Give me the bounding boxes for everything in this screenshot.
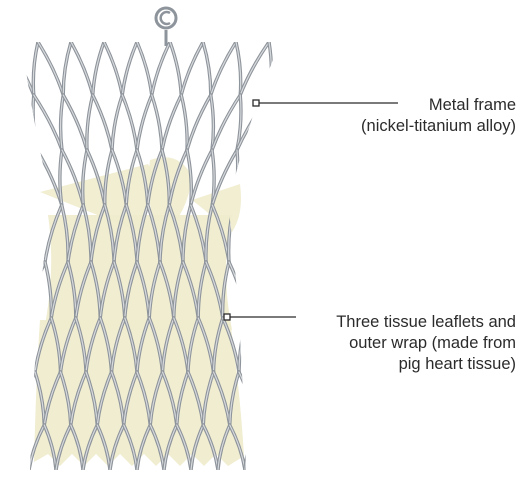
frame-strut [170, 42, 181, 95]
leaflets-callout-label: Three tissue leaflets and outer wrap (ma… [336, 312, 516, 375]
frame-strut-highlight [27, 262, 45, 318]
frame-strut [27, 262, 45, 318]
frame-strut [5, 42, 34, 95]
frame-strut [137, 42, 152, 95]
frame-strut [63, 42, 71, 95]
frame-loading-tab [156, 8, 176, 46]
frame-strut-highlight [245, 425, 256, 470]
frame-strut [104, 42, 122, 95]
frame-strut [122, 42, 137, 95]
frame-strut [152, 95, 162, 150]
frame-strut [37, 150, 62, 205]
frame-strut [63, 95, 87, 150]
frame-strut [239, 318, 247, 372]
frame-strut [152, 42, 170, 95]
frame-callout-label: Metal frame (nickel-titanium alloy) [361, 95, 516, 137]
frame-strut [181, 42, 203, 95]
frame-strut [239, 372, 256, 425]
frame-strut [245, 425, 256, 470]
frame-strut [137, 95, 152, 150]
frame-callout-line-1: Metal frame [361, 95, 516, 116]
frame-strut [112, 95, 122, 150]
frame-strut [203, 42, 211, 95]
frame-strut [93, 95, 112, 150]
leaflets-callout-leader [224, 314, 296, 320]
frame-strut [122, 95, 137, 150]
frame-strut-highlight [247, 318, 264, 372]
frame-strut [3, 42, 5, 95]
frame-strut [240, 42, 269, 95]
frame-strut [36, 150, 40, 205]
frame-strut-highlight [18, 372, 35, 425]
frame-strut-highlight [36, 150, 40, 205]
frame-strut-highlight [3, 42, 5, 95]
frame-strut [187, 95, 211, 150]
leaflets-callout-line-1: Three tissue leaflets and [336, 312, 516, 333]
frame-strut [34, 95, 62, 150]
frame-strut [212, 95, 240, 150]
frame-strut [38, 42, 63, 95]
leaflets-callout-line-3: pig heart tissue) [336, 354, 516, 375]
frame-callout-line-2: (nickel-titanium alloy) [361, 116, 516, 137]
frame-strut [229, 262, 247, 318]
leaflets-callout-line-2: outer wrap (made from [336, 333, 516, 354]
frame-strut [93, 42, 104, 95]
frame-strut [71, 42, 93, 95]
frame-strut [247, 318, 264, 372]
frame-strut-highlight [256, 425, 272, 470]
frame-strut [162, 95, 181, 150]
frame-strut [256, 425, 272, 470]
frame-strut [18, 372, 35, 425]
frame-strut [211, 42, 236, 95]
